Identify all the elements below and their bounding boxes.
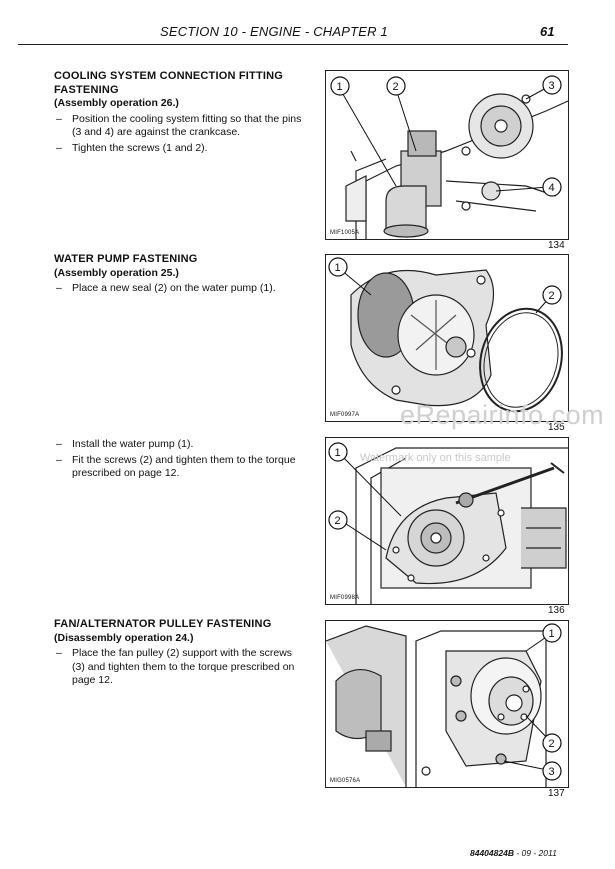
watermark-subtext: Watermark only on this sample <box>360 452 511 464</box>
callout-label: 1 <box>549 628 555 640</box>
watermark-text: eRepairinfo.com <box>400 400 605 430</box>
page-number: 61 <box>540 24 555 39</box>
callout-label: 2 <box>393 81 399 93</box>
figure-code: MIF0998A <box>330 595 360 601</box>
section-fan-pulley: FAN/ALTERNATOR PULLEY FASTENING (Disasse… <box>54 618 304 690</box>
pump-installed-illustration: 1 2 <box>328 442 568 604</box>
section-heading: FAN/ALTERNATOR PULLEY FASTENING <box>54 618 272 630</box>
callout-label: 3 <box>549 766 555 778</box>
section-subheading: (Disassembly operation 24.) <box>54 631 194 644</box>
step-item: Place the fan pulley (2) support with th… <box>54 647 304 688</box>
section-heading: COOLING SYSTEM CONNECTION FITTING FASTEN… <box>54 70 284 96</box>
figure-pump-installed: 1 2 MIF0998A <box>325 437 569 605</box>
step-item: Place a new seal (2) on the water pump (… <box>54 282 304 296</box>
callout-label: 2 <box>335 515 341 527</box>
figure-water-pump: 1 2 MIF0997A <box>325 254 569 422</box>
document-code: 84404824B <box>470 848 514 858</box>
section-cooling-fitting: COOLING SYSTEM CONNECTION FITTING FASTEN… <box>54 70 304 157</box>
figure-code: MIG0576A <box>330 778 361 784</box>
figure-code: MIF1005A <box>330 230 360 236</box>
figure-cooling-fitting: 1 2 3 4 MIF1005A <box>325 70 569 240</box>
callout-label: 1 <box>337 81 343 93</box>
engine-fitting-illustration: 1 2 3 4 <box>330 75 568 239</box>
callout-2 <box>328 510 348 530</box>
step-list: Position the cooling system fitting so t… <box>54 113 304 156</box>
step-list: Place a new seal (2) on the water pump (… <box>54 282 304 296</box>
callout-label: 2 <box>549 738 555 750</box>
callout-2 <box>386 76 406 96</box>
step-list: Place the fan pulley (2) support with th… <box>54 647 304 688</box>
footer: 84404824B - 09 - 2011 <box>470 848 557 858</box>
callout-label: 1 <box>335 262 341 274</box>
section-subheading: (Assembly operation 26.) <box>54 97 179 109</box>
callout-label: 2 <box>549 290 555 302</box>
section-install-pump: Install the water pump (1). Fit the scre… <box>54 436 304 483</box>
callout-label: 1 <box>335 447 341 459</box>
callout-4 <box>542 177 562 197</box>
step-item: Fit the screws (2) and tighten them to t… <box>54 454 304 481</box>
callout-1 <box>328 257 348 277</box>
callout-label: 3 <box>549 80 555 92</box>
figure-number: 137 <box>548 788 565 799</box>
callout-1 <box>330 76 350 96</box>
section-title: SECTION 10 - ENGINE - CHAPTER 1 <box>160 24 388 39</box>
figure-number: 136 <box>548 605 565 616</box>
figure-number: 134 <box>548 240 565 251</box>
callout-1 <box>328 442 348 462</box>
step-item: Tighten the screws (1 and 2). <box>54 142 304 156</box>
step-list: Install the water pump (1). Fit the scre… <box>54 438 304 481</box>
fan-pulley-illustration: 1 2 3 <box>326 623 562 787</box>
figure-fan-pulley: 1 2 3 MIG0576A <box>325 620 569 788</box>
section-heading: WATER PUMP FASTENING <box>54 253 198 265</box>
water-pump-illustration: 1 2 <box>328 257 563 413</box>
section-water-pump: WATER PUMP FASTENING (Assembly operation… <box>54 253 304 298</box>
section-subheading: (Assembly operation 25.) <box>54 266 179 279</box>
callout-label: 4 <box>549 182 555 194</box>
callout-1 <box>542 623 562 643</box>
document-date: - 09 - 2011 <box>516 848 557 858</box>
step-item: Position the cooling system fitting so t… <box>54 113 304 140</box>
step-item: Install the water pump (1). <box>54 438 304 452</box>
callout-3 <box>542 761 562 781</box>
callout-2 <box>542 733 562 753</box>
figure-code: MIF0997A <box>330 412 360 418</box>
callout-3 <box>542 75 562 95</box>
header-divider <box>18 44 568 45</box>
figure-number: 135 <box>548 422 565 433</box>
callout-2 <box>542 285 562 305</box>
